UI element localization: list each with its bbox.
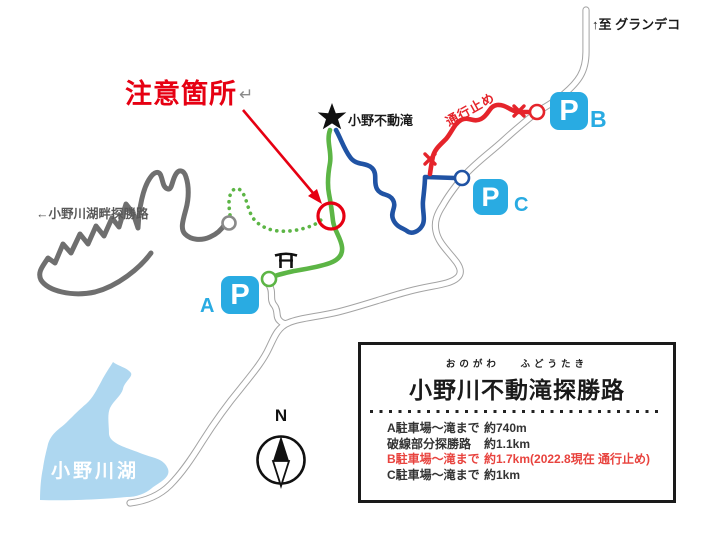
parking-b-icon: P <box>550 92 588 130</box>
lakeside-trail-path <box>37 168 228 297</box>
lake-name-label: 小野川湖 <box>51 461 140 482</box>
junction-gray <box>221 215 237 231</box>
info-row-c: C駐車場～滝まで 約1km <box>387 467 521 482</box>
torii-icon <box>274 252 298 268</box>
lake-shape <box>40 362 169 501</box>
parking-a-label: A <box>200 295 215 317</box>
closed-x-mark-1 <box>512 104 526 118</box>
waterfall-label: 小野不動滝 <box>348 113 414 128</box>
info-row-a: A駐車場～滝まで 約740m <box>387 421 527 435</box>
info-box-divider <box>370 410 664 413</box>
lakeside-trail-label: ←小野川湖畔探勝路 <box>36 207 149 221</box>
parking-a-icon: P <box>221 276 259 314</box>
junction-parking-c <box>453 169 471 187</box>
info-box-rows: A駐車場～滝まで 約740m 破線部分探勝路 約1.1km B駐車場～滝まで 約… <box>387 421 673 483</box>
green-trail-path <box>269 127 345 280</box>
parking-c-label: C <box>514 194 529 216</box>
parking-c-icon: P <box>473 179 508 215</box>
parking-b-label: B <box>590 106 607 132</box>
junction-parking-b <box>528 103 546 121</box>
info-box: おのがわ ふどうたき 小野川不動滝探勝路 A駐車場～滝まで 約740m 破線部分… <box>358 342 676 503</box>
info-row-dashed: 破線部分探勝路 約1.1km <box>387 436 531 451</box>
waterfall-star-icon <box>317 103 347 130</box>
parking-a-road <box>266 282 291 327</box>
caution-text: 注意箇所 <box>125 79 237 109</box>
blue-trail-path <box>333 127 458 235</box>
junction-parking-a <box>260 270 278 288</box>
to-grandeco-label: ↑至 グランデコ <box>592 17 681 32</box>
info-row-b: B駐車場～滝まで 約1.7km(2022.8現在 通行止め) <box>387 452 651 466</box>
return-mark-icon: ↵ <box>239 85 255 104</box>
main-road <box>127 7 589 506</box>
caution-label: 注意箇所↵ <box>125 72 254 111</box>
caution-arrow-head <box>308 189 322 204</box>
caution-arrow-line <box>242 109 314 194</box>
compass-icon <box>256 435 306 489</box>
dashed-trail-path <box>227 186 325 234</box>
info-box-furigana: おのがわ ふどうたき <box>445 359 589 370</box>
caution-circle <box>316 201 346 231</box>
compass-north-label: N <box>274 406 288 425</box>
info-box-title: 小野川不動滝探勝路 <box>409 377 625 403</box>
closed-x-mark-2 <box>423 152 437 166</box>
